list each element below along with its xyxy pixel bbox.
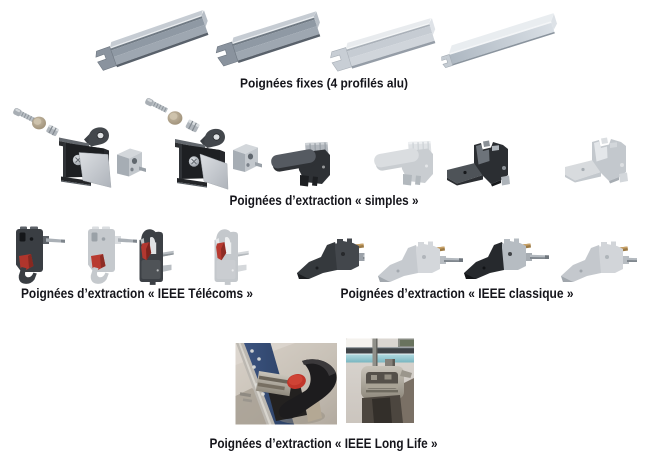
svg-text:Poignées d’extraction « IEEE c: Poignées d’extraction « IEEE classique » [341, 285, 574, 301]
svg-text:Poignées fixes (4 profilés alu: Poignées fixes (4 profilés alu) [240, 77, 408, 91]
svg-text:Poignées d’extraction « simple: Poignées d’extraction « simples » [230, 192, 419, 208]
svg-text:Poignées d’extraction « IEEE T: Poignées d’extraction « IEEE Télécoms » [21, 285, 253, 301]
svg-text:Poignées d’extraction « IEEE L: Poignées d’extraction « IEEE Long Life » [210, 435, 438, 451]
